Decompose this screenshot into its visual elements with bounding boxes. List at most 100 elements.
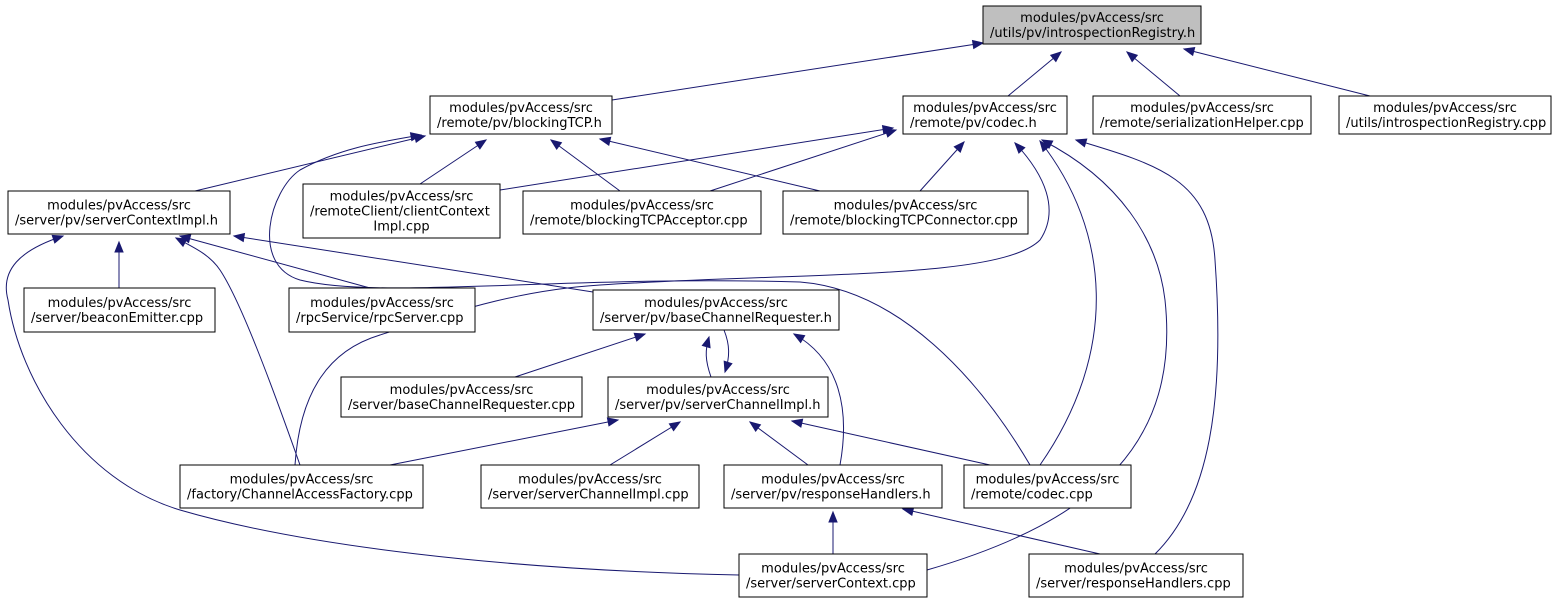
edge-line bbox=[599, 138, 821, 192]
edge-responseHandlers_h-to-serverChannelImpl_h bbox=[748, 421, 809, 466]
arrow-head-icon bbox=[606, 417, 620, 427]
arrow-head-icon bbox=[828, 510, 838, 523]
node-serverChannelImpl_cpp[interactable]: modules/pvAccess/src/server/serverChanne… bbox=[480, 464, 700, 509]
node-label-line: modules/pvAccess/src bbox=[913, 101, 1057, 116]
node-box bbox=[963, 464, 1132, 509]
node-label-line: modules/pvAccess/src bbox=[646, 383, 790, 398]
node-box bbox=[592, 289, 840, 331]
edge-serverContext_cpp-to-serverContextImpl_h bbox=[5, 234, 740, 576]
node-label-line: modules/pvAccess/src bbox=[1130, 101, 1274, 116]
node-label-line: modules/pvAccess/src bbox=[976, 473, 1120, 488]
node-box bbox=[982, 5, 1202, 45]
node-codec_cpp[interactable]: modules/pvAccess/src/remote/codec.cpp bbox=[963, 464, 1132, 509]
node-responseHandlers_cpp[interactable]: modules/pvAccess/src/server/responseHand… bbox=[1028, 553, 1244, 598]
arrow-head-icon bbox=[701, 335, 711, 349]
node-serverChannelImpl_h[interactable]: modules/pvAccess/src/server/pv/serverCha… bbox=[607, 376, 829, 418]
node-label-line: modules/pvAccess/src bbox=[390, 383, 534, 398]
node-label-line: /server/baseChannelRequester.cpp bbox=[348, 398, 575, 413]
node-baseChannelRequester_h[interactable]: modules/pvAccess/src/server/pv/baseChann… bbox=[592, 289, 840, 331]
edge-serverContext_cpp-to-codec_h bbox=[926, 139, 1168, 571]
node-label-line: /server/pv/responseHandlers.h bbox=[731, 488, 931, 503]
node-label-line: modules/pvAccess/src bbox=[1064, 562, 1208, 577]
edge-line bbox=[294, 142, 1050, 466]
node-label-line: modules/pvAccess/src bbox=[761, 473, 905, 488]
node-label-line: modules/pvAccess/src bbox=[48, 296, 192, 311]
edge-line bbox=[179, 235, 371, 289]
node-label-line: modules/pvAccess/src bbox=[644, 296, 788, 311]
arrow-head-icon bbox=[409, 132, 423, 142]
edge-blockingTCPAcceptor_cpp-to-blockingTCP_h bbox=[549, 139, 621, 192]
arrow-head-icon bbox=[633, 332, 647, 342]
edge-introspectionRegistry_cpp-to-introspectionRegistry_h bbox=[1182, 46, 1371, 97]
node-blockingTCP_h[interactable]: modules/pvAccess/src/remote/pv/blockingT… bbox=[429, 95, 613, 135]
edge-serverContext_cpp-to-responseHandlers_h bbox=[828, 510, 838, 554]
node-serverContextImpl_h[interactable]: modules/pvAccess/src/server/pv/serverCon… bbox=[7, 190, 231, 235]
node-clientContextImpl_cpp[interactable]: modules/pvAccess/src/remoteClient/client… bbox=[302, 183, 501, 239]
arrow-head-icon bbox=[598, 136, 612, 147]
node-introspectionRegistry_cpp[interactable]: modules/pvAccess/src/utils/introspection… bbox=[1338, 95, 1552, 135]
edge-codec_cpp-to-codec_h bbox=[1039, 139, 1097, 466]
node-label-line: Impl.cpp bbox=[373, 220, 429, 235]
arrow-head-icon bbox=[953, 140, 965, 153]
node-label-line: /utils/introspectionRegistry.cpp bbox=[1346, 116, 1546, 131]
edge-ChannelAccessFactory_cpp-to-serverContextImpl_h bbox=[174, 237, 301, 466]
edge-beaconEmitter_cpp-to-serverContextImpl_h bbox=[114, 240, 124, 288]
node-label-line: /remote/blockingTCPAcceptor.cpp bbox=[530, 214, 748, 229]
edge-line bbox=[1039, 140, 1097, 466]
edge-line bbox=[175, 237, 301, 466]
node-label-line: modules/pvAccess/src bbox=[518, 473, 662, 488]
node-codec_h[interactable]: modules/pvAccess/src/remote/pv/codec.h bbox=[902, 95, 1068, 135]
node-label-line: /remoteClient/clientContext bbox=[310, 205, 490, 220]
node-serializationHelper_cpp[interactable]: modules/pvAccess/src/remote/serializatio… bbox=[1092, 95, 1312, 135]
node-box bbox=[738, 553, 928, 598]
node-beaconEmitter_cpp[interactable]: modules/pvAccess/src/server/beaconEmitte… bbox=[23, 287, 216, 333]
edge-line bbox=[5, 235, 740, 576]
node-blockingTCPConnector_cpp[interactable]: modules/pvAccess/src/remote/blockingTCPC… bbox=[782, 190, 1029, 235]
node-box bbox=[1338, 95, 1552, 135]
arrow-head-icon bbox=[174, 237, 188, 248]
node-label-line: /remote/pv/codec.h bbox=[910, 116, 1037, 131]
arrow-head-icon bbox=[790, 418, 804, 428]
node-box bbox=[723, 464, 943, 509]
node-box bbox=[782, 190, 1029, 235]
edge-blockingTCPAcceptor_cpp-to-codec_h bbox=[709, 128, 898, 192]
edge-serverChannelImpl_h-to-baseChannelRequester_h bbox=[701, 335, 712, 378]
node-label-line: /server/responseHandlers.cpp bbox=[1036, 577, 1231, 592]
arrow-head-icon bbox=[1049, 51, 1063, 63]
node-label-line: modules/pvAccess/src bbox=[1373, 101, 1517, 116]
edge-codec_h-to-introspectionRegistry_h bbox=[1007, 51, 1063, 97]
edge-codec_cpp-to-serverChannelImpl_h bbox=[790, 418, 991, 466]
arrow-head-icon bbox=[1182, 46, 1196, 57]
edge-line bbox=[1183, 48, 1371, 97]
node-baseChannelRequester_cpp[interactable]: modules/pvAccess/src/server/baseChannelR… bbox=[340, 376, 583, 418]
node-responseHandlers_h[interactable]: modules/pvAccess/src/server/pv/responseH… bbox=[723, 464, 943, 509]
edge-line bbox=[919, 141, 965, 192]
node-blockingTCPAcceptor_cpp[interactable]: modules/pvAccess/src/remote/blockingTCPA… bbox=[522, 190, 762, 235]
edge-responseHandlers_cpp-to-responseHandlers_h bbox=[901, 506, 1101, 555]
node-label-line: /server/pv/baseChannelRequester.h bbox=[600, 311, 832, 326]
arrow-head-icon bbox=[1014, 142, 1026, 154]
node-ChannelAccessFactory_cpp[interactable]: modules/pvAccess/src/factory/ChannelAcce… bbox=[179, 464, 424, 509]
arrow-head-icon bbox=[1074, 138, 1088, 148]
edge-line bbox=[389, 419, 619, 466]
node-label-line: /server/serverContext.cpp bbox=[746, 577, 916, 592]
node-label-line: modules/pvAccess/src bbox=[449, 101, 593, 116]
node-rpcServer_cpp[interactable]: modules/pvAccess/src/rpcService/rpcServe… bbox=[288, 287, 476, 333]
node-label-line: modules/pvAccess/src bbox=[761, 562, 905, 577]
edge-clientContextImpl_cpp-to-blockingTCP_h bbox=[419, 139, 488, 185]
node-label-line: /server/pv/serverContextImpl.h bbox=[15, 214, 218, 229]
edge-serverChannelImpl_cpp-to-serverChannelImpl_h bbox=[609, 421, 682, 466]
node-label-line: /utils/pv/introspectionRegistry.h bbox=[990, 26, 1195, 41]
node-serverContext_cpp[interactable]: modules/pvAccess/src/server/serverContex… bbox=[738, 553, 928, 598]
edge-line bbox=[499, 127, 894, 191]
edge-line bbox=[926, 139, 1168, 571]
node-label-line: modules/pvAccess/src bbox=[834, 199, 978, 214]
edge-line bbox=[550, 139, 621, 192]
node-label-line: /server/beaconEmitter.cpp bbox=[31, 311, 203, 326]
node-box bbox=[1092, 95, 1312, 135]
arrow-head-icon bbox=[1040, 139, 1054, 150]
edge-line bbox=[709, 129, 897, 192]
arrow-head-icon bbox=[1125, 51, 1139, 63]
edge-line bbox=[793, 333, 845, 466]
